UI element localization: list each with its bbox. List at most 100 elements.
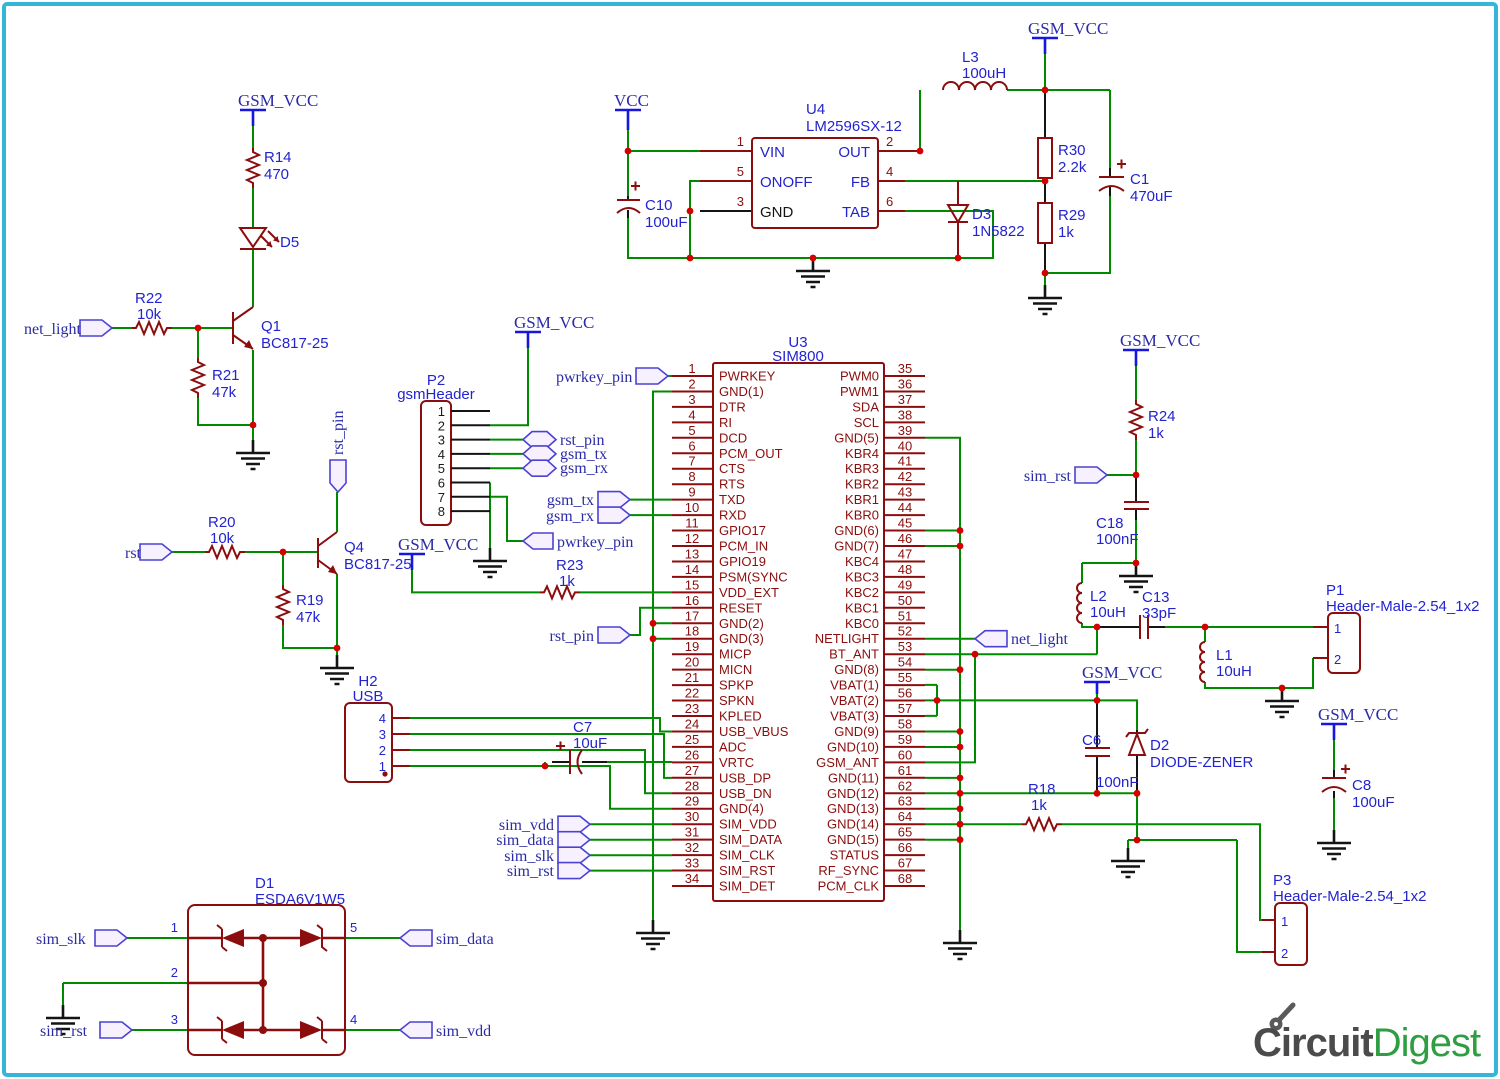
h2-pin-number-4: 4	[379, 711, 386, 726]
resistor-R30[interactable]: R30 2.2k	[1037, 137, 1087, 179]
header-P2[interactable]: P2 gsmHeader	[397, 372, 475, 526]
u3-pin-number-43: 43	[898, 485, 912, 500]
u3-pin-number-26: 26	[685, 747, 699, 762]
port-gsm-rx[interactable]: gsm_rx	[521, 459, 608, 477]
resistor-R14[interactable]: R14 470	[244, 148, 292, 188]
inductor-L3[interactable]: L3 100uH	[942, 49, 1008, 91]
resistor-R19[interactable]: R19 47k	[274, 585, 324, 626]
header-P3[interactable]: P3 Header-Male-2.54_1x2 1 2	[1273, 872, 1426, 966]
ref: C1	[1130, 171, 1149, 188]
u3-pin-number-65: 65	[898, 825, 912, 840]
u3-pin-number-9: 9	[688, 485, 695, 500]
capacitor-C13[interactable]: C13 33pF	[1139, 589, 1176, 639]
u4-pin-number-3: 3	[737, 194, 744, 209]
inductor-L1[interactable]: L1 10uH	[1199, 641, 1252, 683]
port-sim-data-d1[interactable]: sim_data	[398, 929, 494, 948]
port-sim-rst-r24[interactable]: sim_rst	[1024, 466, 1109, 485]
port-sim-data-chip[interactable]: sim_data	[496, 830, 592, 849]
port-gsm-tx[interactable]: gsm_tx	[521, 445, 607, 463]
u3-pin-number-52: 52	[898, 624, 912, 639]
u3-pin-number-56: 56	[898, 686, 912, 701]
port-sim-vdd-chip[interactable]: sim_vdd	[499, 815, 592, 834]
port-rst-pin-chip[interactable]: rst_pin	[550, 626, 632, 645]
d1-pin-number-1: 1	[171, 920, 178, 935]
port-pwrkey-pin[interactable]: pwrkey_pin	[521, 532, 633, 551]
u3-pin-name-20: MICN	[719, 662, 752, 677]
header-P1[interactable]: P1 Header-Male-2.54_1x2 1 2	[1326, 582, 1479, 674]
u4-pin-name-FB: FB	[851, 174, 870, 191]
ref: L3	[962, 49, 979, 66]
resistor-R24[interactable]: R24 1k	[1127, 400, 1176, 442]
capacitor-C6[interactable]: C6 100nF	[1082, 732, 1139, 791]
u3-pin-name-63: GND(13)	[827, 801, 879, 816]
u3-pin-name-59: GND(10)	[827, 739, 879, 754]
u3-pin-number-64: 64	[898, 809, 912, 824]
ic-U4[interactable]: U4 LM2596SX-12 1 5 3 2 4 6 VIN ONOFF GND…	[737, 101, 902, 229]
u3-pin-number-32: 32	[685, 840, 699, 855]
port-sim-slk-d1[interactable]: sim_slk	[36, 929, 129, 948]
resistor-R18[interactable]: R18 1k	[1022, 781, 1062, 833]
u3-pin-name-37: SDA	[852, 399, 879, 414]
port-net-light-chip[interactable]: net_light	[973, 629, 1068, 648]
ic-U3[interactable]: U3 SIM800	[712, 334, 885, 902]
port-pwrkey-pin-chip[interactable]: pwrkey_pin	[556, 367, 670, 386]
port-rst-pin[interactable]: rst_pin	[521, 430, 604, 449]
p3-pin-number-1: 1	[1281, 914, 1288, 929]
resistor-R29[interactable]: R29 1k	[1037, 202, 1086, 244]
port-rst[interactable]: rst	[125, 543, 174, 562]
header-H2[interactable]: H2 USB	[344, 673, 393, 783]
capacitor-C8[interactable]: C8 100uF	[1321, 764, 1395, 812]
port-sim-rst-chip[interactable]: sim_rst	[507, 861, 592, 880]
value: 1N5822	[972, 223, 1025, 240]
u3-pin-number-34: 34	[685, 871, 699, 886]
led-D5[interactable]: D5	[238, 227, 299, 251]
value: 10uH	[1216, 663, 1252, 680]
ground-symbol	[318, 653, 356, 686]
u4-pin-number-5: 5	[737, 164, 744, 179]
u3-pin-name-29: GND(4)	[719, 801, 764, 816]
port-sim-vdd-d1[interactable]: sim_vdd	[398, 1021, 491, 1040]
ref: P3	[1273, 872, 1291, 889]
port-gsm-tx-chip[interactable]: gsm_tx	[547, 490, 632, 509]
u3-pin-number-11: 11	[685, 516, 699, 531]
value: 33pF	[1142, 605, 1176, 622]
capacitor-C7[interactable]: C7 10uF	[556, 719, 607, 775]
port-sim-slk-chip[interactable]: sim_slk	[504, 846, 592, 865]
u3-pin-number-54: 54	[898, 655, 912, 670]
power-label: GSM_VCC	[1120, 331, 1200, 350]
value: 100uH	[962, 65, 1006, 82]
power-label: GSM_VCC	[238, 91, 318, 110]
port-label: rst_pin	[330, 411, 347, 455]
ref: C6	[1082, 732, 1101, 749]
port-rst-pin-vertical[interactable]: rst_pin	[329, 411, 347, 494]
capacitor-C1[interactable]: C1 470uF	[1098, 159, 1173, 206]
resistor-R21[interactable]: R21 47k	[189, 358, 240, 401]
resistor-R23[interactable]: R23 1k	[540, 557, 584, 601]
transistor-Q4[interactable]: Q4 BC817-25	[317, 531, 412, 575]
esd-array-D1[interactable]: D1 ESDA6V1W5 1 2 3 5 4	[171, 875, 357, 1056]
u3-pin-number-49: 49	[898, 577, 912, 592]
port-net-light[interactable]: net_light	[24, 319, 114, 338]
u3-pin-number-29: 29	[685, 794, 699, 809]
transistor-Q1[interactable]: Q1 BC817-25	[232, 306, 329, 352]
u3-pin-number-16: 16	[685, 593, 699, 608]
power-flag-vcc: VCC	[614, 91, 649, 130]
value: 47k	[212, 384, 237, 401]
diode-D3[interactable]: D3 1N5822	[946, 181, 1025, 258]
inductor-L2[interactable]: L2 10uH	[1076, 582, 1126, 624]
u4-pin-name-GND: GND	[760, 204, 794, 221]
capacitor-C18[interactable]: C18 100nF	[1096, 501, 1149, 548]
u3-pin-name-22: SPKN	[719, 693, 754, 708]
resistor-R22[interactable]: R22 10k	[132, 290, 172, 337]
resistor-R20[interactable]: R20 10k	[205, 514, 245, 561]
port-gsm-rx-chip[interactable]: gsm_rx	[546, 506, 632, 525]
value: 10uH	[1090, 604, 1126, 621]
u3-pin-number-6: 6	[688, 438, 695, 453]
u3-pin-number-31: 31	[685, 825, 699, 840]
zener-diode-D2[interactable]: D2 DIODE-ZENER	[1125, 728, 1254, 771]
capacitor-C10[interactable]: C10 100uF	[616, 181, 688, 232]
port-sim-rst-d1[interactable]: sim_rst	[40, 1021, 134, 1040]
u3-pin-number-39: 39	[898, 423, 912, 438]
value: 1k	[559, 573, 575, 590]
logo-circuit: Circuit	[1253, 1021, 1373, 1065]
